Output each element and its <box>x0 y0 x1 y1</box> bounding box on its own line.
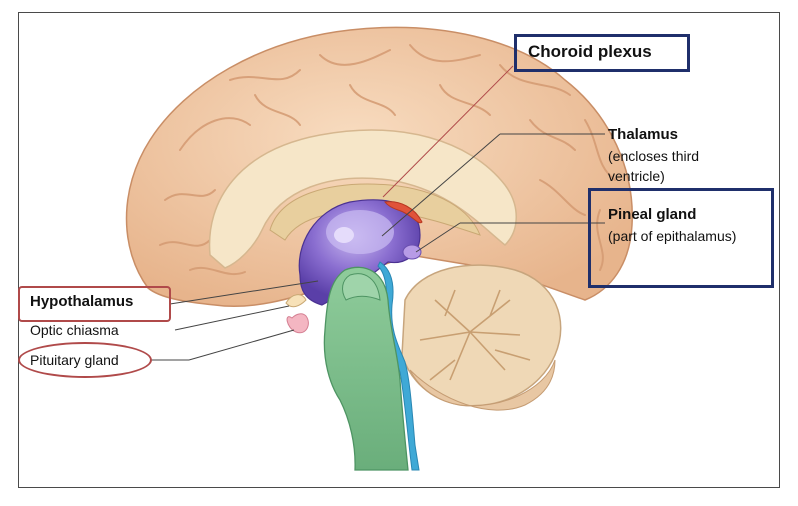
pituitary-shape <box>286 313 309 334</box>
pineal-gland-highlight-box <box>588 188 774 288</box>
thalamus-note-line2: ventricle) <box>608 168 665 184</box>
optic-chiasma-shape <box>285 294 307 308</box>
brainstem <box>323 266 409 471</box>
pineal-gland-label: Pineal gland <box>608 206 697 223</box>
pineal-gland-note: (part of epithalamus) <box>608 228 737 244</box>
pineal-gland-shape <box>402 244 422 260</box>
pituitary-gland-label: Pituitary gland <box>30 352 119 368</box>
choroid-plexus-shape <box>384 201 423 224</box>
thalamus <box>326 210 394 254</box>
pituitary-gland-highlight-ellipse <box>18 342 152 378</box>
optic-chiasma-label: Optic chiasma <box>30 322 119 338</box>
thalamus-note-line1: (encloses third <box>608 148 700 164</box>
cerebral-gyri <box>159 44 616 276</box>
choroid-plexus-highlight-box <box>514 34 690 72</box>
leader-lines <box>150 65 605 361</box>
thalamus-label: Thalamus <box>608 126 679 143</box>
midbrain <box>342 273 381 301</box>
corpus-callosum <box>208 129 517 269</box>
choroid-plexus-label: Choroid plexus <box>528 42 652 61</box>
interthalamic-adhesion <box>334 227 354 243</box>
cerebellum-lower <box>409 359 556 411</box>
hypothalamus-label: Hypothalamus <box>30 293 134 310</box>
hypothalamus-highlight-box <box>18 286 171 322</box>
cerebellum-folia <box>419 289 531 381</box>
